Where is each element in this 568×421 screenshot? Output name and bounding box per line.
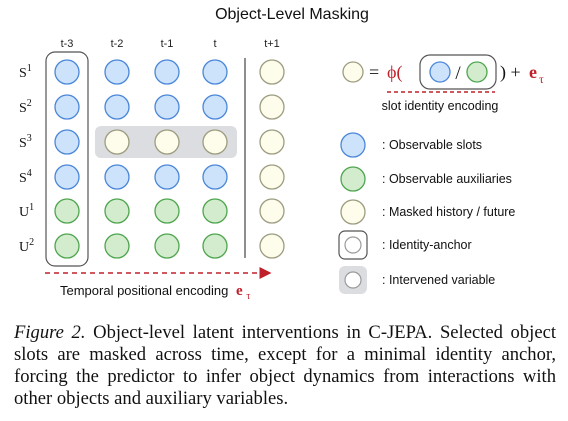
- masked-token: [154, 129, 180, 155]
- figure-caption: Figure 2. Object-level latent interventi…: [14, 322, 556, 410]
- axis-label-e: e: [236, 283, 243, 299]
- caption-text: Object-level latent interventions in C-J…: [14, 322, 556, 409]
- row-label: U1: [19, 202, 34, 220]
- legend-label: : Masked history / future: [382, 205, 515, 219]
- observable-token: [202, 94, 228, 120]
- time-label: t-1: [161, 38, 174, 50]
- observable-token: [54, 164, 80, 190]
- formula-slash: /: [455, 63, 461, 84]
- auxiliary-token: [104, 233, 130, 259]
- observable-token: [54, 59, 80, 85]
- formula-auxiliary-token: [466, 61, 488, 83]
- time-label: t: [213, 38, 216, 50]
- axis-label: Temporal positional encoding e τ: [60, 283, 250, 302]
- row-label: S4: [19, 168, 32, 186]
- auxiliary-token: [54, 198, 80, 224]
- legend-auxiliary-token: [340, 166, 366, 192]
- time-label: t-3: [61, 38, 74, 50]
- anchor-column-box: [45, 51, 89, 267]
- masked-token: [259, 164, 285, 190]
- observable-token: [104, 59, 130, 85]
- observable-token: [202, 164, 228, 190]
- legend-label: : Observable auxiliaries: [382, 172, 512, 186]
- legend-anchor-token: [344, 236, 362, 254]
- axis-label-text: Temporal positional encoding: [60, 283, 228, 298]
- formula-e: e: [529, 62, 537, 82]
- time-label: t-2: [111, 38, 124, 50]
- formula-equals: =: [369, 62, 379, 82]
- formula-under-label: slot identity encoding: [382, 99, 499, 113]
- row-label: S2: [19, 98, 32, 116]
- axis-label-tau: τ: [246, 291, 250, 302]
- masked-token: [259, 198, 285, 224]
- auxiliary-token: [104, 198, 130, 224]
- observable-token: [154, 59, 180, 85]
- observable-token: [154, 164, 180, 190]
- formula: = ϕ( / ) + e τ slot identity encoding: [342, 54, 544, 113]
- observable-token: [154, 94, 180, 120]
- masked-token: [259, 94, 285, 120]
- legend-masked-token: [340, 199, 366, 225]
- masked-token: [259, 129, 285, 155]
- row-label: U2: [19, 237, 34, 255]
- formula-masked-token: [342, 61, 364, 83]
- formula-close-plus: ) +: [500, 62, 521, 83]
- auxiliary-token: [202, 198, 228, 224]
- legend-label: : Identity-anchor: [382, 238, 472, 252]
- masked-token: [202, 129, 228, 155]
- auxiliary-token: [154, 233, 180, 259]
- legend-intervened-token: [344, 271, 362, 289]
- formula-tau: τ: [539, 72, 544, 86]
- masked-token: [259, 233, 285, 259]
- observable-token: [104, 164, 130, 190]
- legend-observable-token: [340, 132, 366, 158]
- auxiliary-token: [54, 233, 80, 259]
- observable-token: [202, 59, 228, 85]
- row-label: S1: [19, 63, 32, 81]
- observable-token: [54, 129, 80, 155]
- masked-token: [104, 129, 130, 155]
- row-label: S3: [19, 133, 32, 151]
- observable-token: [54, 94, 80, 120]
- formula-observable-token: [429, 61, 451, 83]
- diagram-title: Object-Level Masking: [215, 6, 369, 23]
- observable-token: [104, 94, 130, 120]
- caption-label: Figure 2.: [14, 322, 86, 343]
- legend: : Observable slots : Observable auxiliari…: [338, 132, 515, 294]
- legend-label: : Observable slots: [382, 138, 482, 152]
- auxiliary-token: [154, 198, 180, 224]
- legend-label: : Intervened variable: [382, 273, 495, 287]
- legend-anchor-swatch: [338, 230, 368, 260]
- formula-phi: ϕ(: [387, 62, 402, 83]
- time-label: t+1: [264, 38, 280, 50]
- auxiliary-token: [202, 233, 228, 259]
- masked-token: [259, 59, 285, 85]
